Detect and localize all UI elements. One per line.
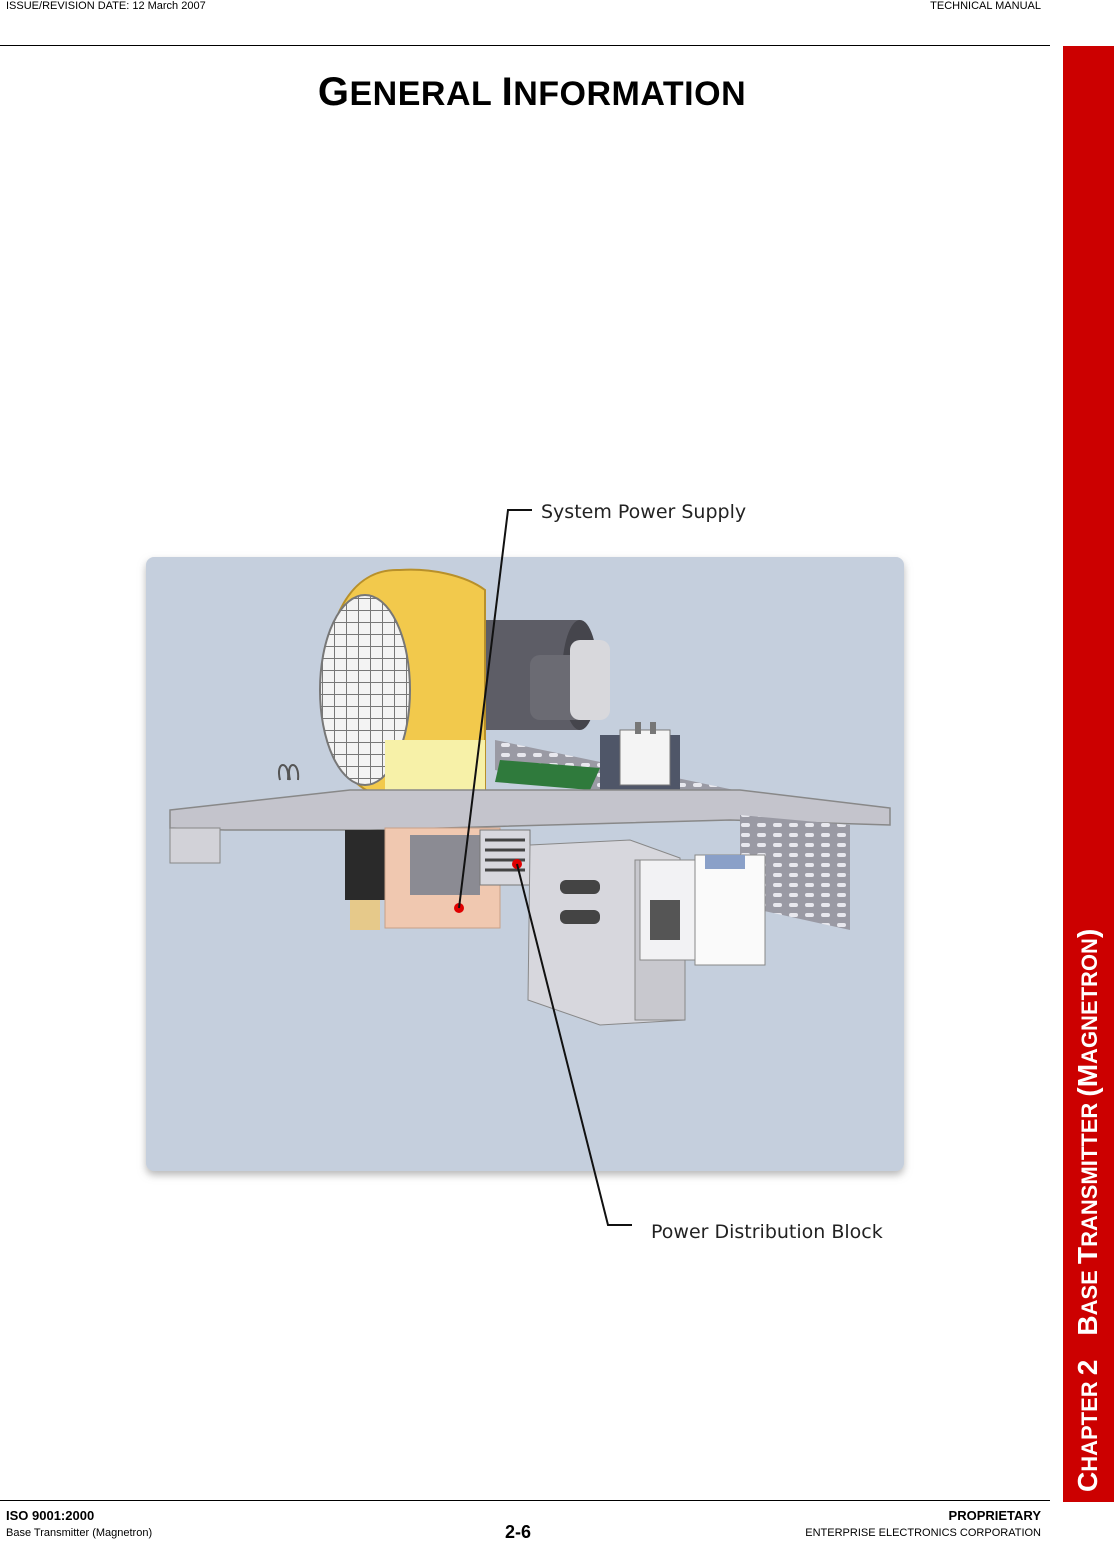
front-rail-lower (760, 860, 850, 930)
page-title: GENERAL INFORMATION (317, 70, 747, 114)
header-issue-date: ISSUE/REVISION DATE: 12 March 2007 (6, 0, 206, 12)
power-distribution-block (479, 829, 531, 886)
controller-module (639, 854, 766, 966)
footer-rule (0, 1500, 1050, 1501)
chapter-side-label: CHAPTER 2BASE TRANSMITTER (MAGNETRON) (1072, 928, 1103, 1492)
cable-clip (277, 764, 300, 781)
transmitter-illustration: System Power Supply Power Distribution B… (146, 501, 904, 1243)
footer-iso: ISO 9001:2000 (6, 1508, 95, 1523)
transmitter-assembly-figure: System Power Supply Power Distribution B… (130, 490, 930, 1250)
callout-line-power-supply (458, 509, 532, 909)
circuit-board (495, 760, 600, 790)
system-power-supply (345, 827, 501, 930)
blower-motor (485, 620, 610, 730)
chapter-side-tab (1063, 46, 1114, 1502)
callout-line-distribution-block (516, 863, 632, 1226)
header-manual-type: TECHNICAL MANUAL (930, 0, 1041, 12)
relay (600, 722, 680, 790)
front-rail (740, 815, 850, 875)
callout-system-power-supply: System Power Supply (541, 501, 746, 523)
footer-subtitle: Base Transmitter (Magnetron) (6, 1527, 153, 1539)
footer-company: ENTERPRISE ELECTRONICS CORPORATION (805, 1527, 1041, 1539)
page-number: 2-6 (505, 1522, 532, 1542)
header-rule (0, 45, 1050, 46)
footer-proprietary: PROPRIETARY (948, 1508, 1041, 1523)
callout-power-distribution-block: Power Distribution Block (651, 1221, 883, 1243)
blower (319, 568, 486, 810)
mounting-bracket (169, 827, 221, 864)
